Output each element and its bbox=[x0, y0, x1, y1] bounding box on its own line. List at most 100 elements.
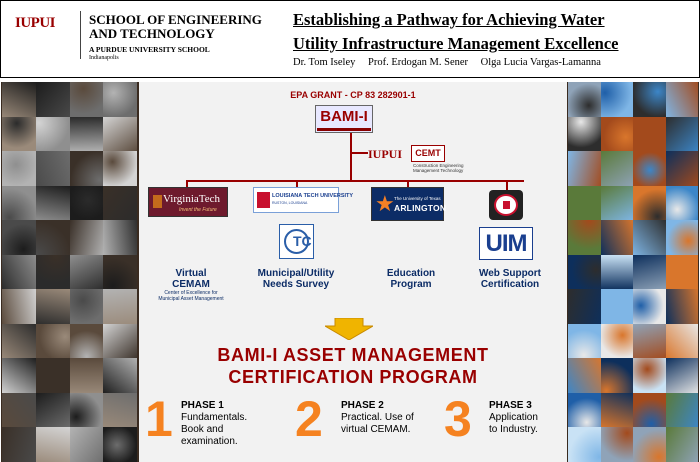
la-tech-mark-icon bbox=[257, 192, 270, 208]
program-edu-line1: Education bbox=[386, 268, 436, 279]
collage-photo-tile bbox=[600, 151, 634, 187]
collage-photo-tile bbox=[35, 392, 71, 429]
collage-photo-tile bbox=[665, 289, 698, 325]
phase1-number: 1 bbox=[145, 391, 173, 447]
collage-photo-tile bbox=[69, 116, 105, 153]
phase1-line2: Book and bbox=[181, 424, 224, 435]
poster-title-line2: Utility Infrastructure Management Excell… bbox=[293, 34, 619, 53]
connector-bami-down bbox=[350, 133, 352, 181]
collage-photo-tile bbox=[2, 116, 37, 153]
program-web-line1: Web Support bbox=[478, 268, 542, 279]
collage-photo-tile bbox=[665, 358, 698, 394]
collage-photo-tile bbox=[35, 289, 71, 325]
collage-photo-tile bbox=[35, 427, 71, 462]
collage-photo-tile bbox=[2, 323, 37, 360]
web-support-emblem bbox=[489, 190, 523, 220]
city-label: Indianapolis bbox=[89, 55, 119, 61]
program-virtual-cemam: Virtual CEMAM Center of Excellence for M… bbox=[143, 268, 239, 302]
phase3-title: PHASE 3 bbox=[489, 400, 532, 411]
collage-photo-tile bbox=[2, 358, 37, 394]
connector-bami-cemt bbox=[350, 152, 368, 154]
vt-tagline: Invent the Future bbox=[179, 207, 217, 213]
collage-photo-tile bbox=[600, 185, 634, 222]
org-diagram: EPA GRANT - CP 83 282901-1 BAMI-I IUPUI … bbox=[139, 82, 567, 462]
down-arrow-icon bbox=[325, 318, 373, 340]
collage-photo-tile bbox=[568, 220, 602, 256]
collage-photo-tile bbox=[69, 427, 105, 462]
collage-photo-tile bbox=[69, 82, 105, 118]
author-vargas: Olga Lucia Vargas-Lamanna bbox=[480, 57, 601, 68]
certification-title-line2: CERTIFICATION PROGRAM bbox=[228, 367, 478, 387]
collage-photo-tile bbox=[2, 254, 37, 291]
collage-photo-tile bbox=[69, 220, 105, 256]
collage-photo-tile bbox=[2, 392, 37, 429]
collage-photo-tile bbox=[633, 427, 667, 462]
program-virtual-line2: CEMAM bbox=[172, 279, 210, 290]
collage-photo-tile bbox=[665, 254, 698, 291]
author-list: Dr. Tom Iseley Prof. Erdogan M. Sener Ol… bbox=[293, 57, 611, 68]
collage-photo-tile bbox=[35, 185, 71, 222]
collage-photo-tile bbox=[600, 220, 634, 256]
collage-photo-tile bbox=[600, 254, 634, 291]
bami-node: BAMI-I bbox=[315, 105, 373, 133]
program-education: Education Program bbox=[370, 268, 452, 290]
collage-photo-tile bbox=[69, 185, 105, 222]
certification-title-line1: BAMI-I ASSET MANAGEMENT bbox=[217, 345, 489, 365]
collage-photo-tile bbox=[103, 427, 137, 462]
purdue-tagline: A PURDUE UNIVERSITY SCHOOL bbox=[89, 45, 210, 54]
bami-underline-bar bbox=[317, 128, 371, 131]
collage-photo-tile bbox=[568, 254, 602, 291]
collage-photo-tile bbox=[103, 185, 137, 222]
cemt-label: CEMT bbox=[415, 148, 441, 158]
connector-vt bbox=[186, 180, 188, 188]
phase3-description: PHASE 3 Application to Industry. bbox=[489, 400, 567, 436]
phase2-line2: virtual CEMAM. bbox=[341, 424, 411, 435]
collage-photo-tile bbox=[2, 82, 37, 118]
uta-top-text: The University of Texas bbox=[394, 196, 441, 201]
collage-photo-tile bbox=[665, 220, 698, 256]
la-tech-location: RUSTON, LOUISIANA bbox=[272, 201, 308, 205]
collage-photo-tile bbox=[600, 427, 634, 462]
collage-photo-tile bbox=[633, 220, 667, 256]
iupui-small-logo: IUPUI bbox=[368, 147, 403, 161]
collage-photo-tile bbox=[633, 82, 667, 118]
author-sener: Prof. Erdogan M. Sener bbox=[367, 57, 469, 68]
author-iseley: Dr. Tom Iseley bbox=[293, 57, 356, 68]
collage-photo-tile bbox=[633, 323, 667, 360]
emblem-seal-icon bbox=[494, 194, 518, 216]
iupui-logo: IUPUI bbox=[15, 15, 56, 31]
ttc-logo: TC bbox=[279, 224, 314, 259]
program-web-certification: Web Support Certification bbox=[464, 268, 556, 290]
collage-photo-tile bbox=[568, 392, 602, 429]
collage-photo-tile bbox=[633, 151, 667, 187]
collage-photo-tile bbox=[2, 289, 37, 325]
collage-photo-tile bbox=[600, 289, 634, 325]
cemt-subtitle-line2: Management Technology bbox=[413, 168, 464, 173]
collage-photo-tile bbox=[665, 82, 698, 118]
collage-photo-tile bbox=[633, 392, 667, 429]
la-tech-name: LOUISIANA TECH UNIVERSITY bbox=[272, 193, 354, 199]
connector-uta bbox=[407, 180, 409, 188]
collage-photo-tile bbox=[2, 151, 37, 187]
collage-photo-tile bbox=[69, 358, 105, 394]
collage-photo-tile bbox=[665, 392, 698, 429]
program-muni-line2: Needs Survey bbox=[262, 279, 330, 290]
collage-photo-tile bbox=[568, 82, 602, 118]
collage-photo-tile bbox=[633, 116, 667, 153]
collage-photo-tile bbox=[568, 323, 602, 360]
grant-label: EPA GRANT - CP 83 282901-1 bbox=[290, 90, 416, 100]
phase3-line1: Application bbox=[489, 412, 538, 423]
collage-photo-tile bbox=[665, 427, 698, 462]
collage-photo-tile bbox=[665, 185, 698, 222]
collage-photo-tile bbox=[2, 220, 37, 256]
phase1-line3: examination. bbox=[181, 436, 238, 447]
collage-photo-tile bbox=[600, 323, 634, 360]
collage-photo-tile bbox=[69, 392, 105, 429]
collage-photo-tile bbox=[103, 323, 137, 360]
program-virtual-sub1: Center of Excellence for bbox=[164, 290, 218, 296]
collage-photo-tile bbox=[568, 151, 602, 187]
poster-panel: EPA GRANT - CP 83 282901-1 BAMI-I IUPUI … bbox=[1, 82, 699, 462]
poster-title-line1: Establishing a Pathway for Achieving Wat… bbox=[293, 10, 605, 29]
collage-photo-tile bbox=[35, 254, 71, 291]
emblem-center-mark bbox=[503, 201, 510, 209]
